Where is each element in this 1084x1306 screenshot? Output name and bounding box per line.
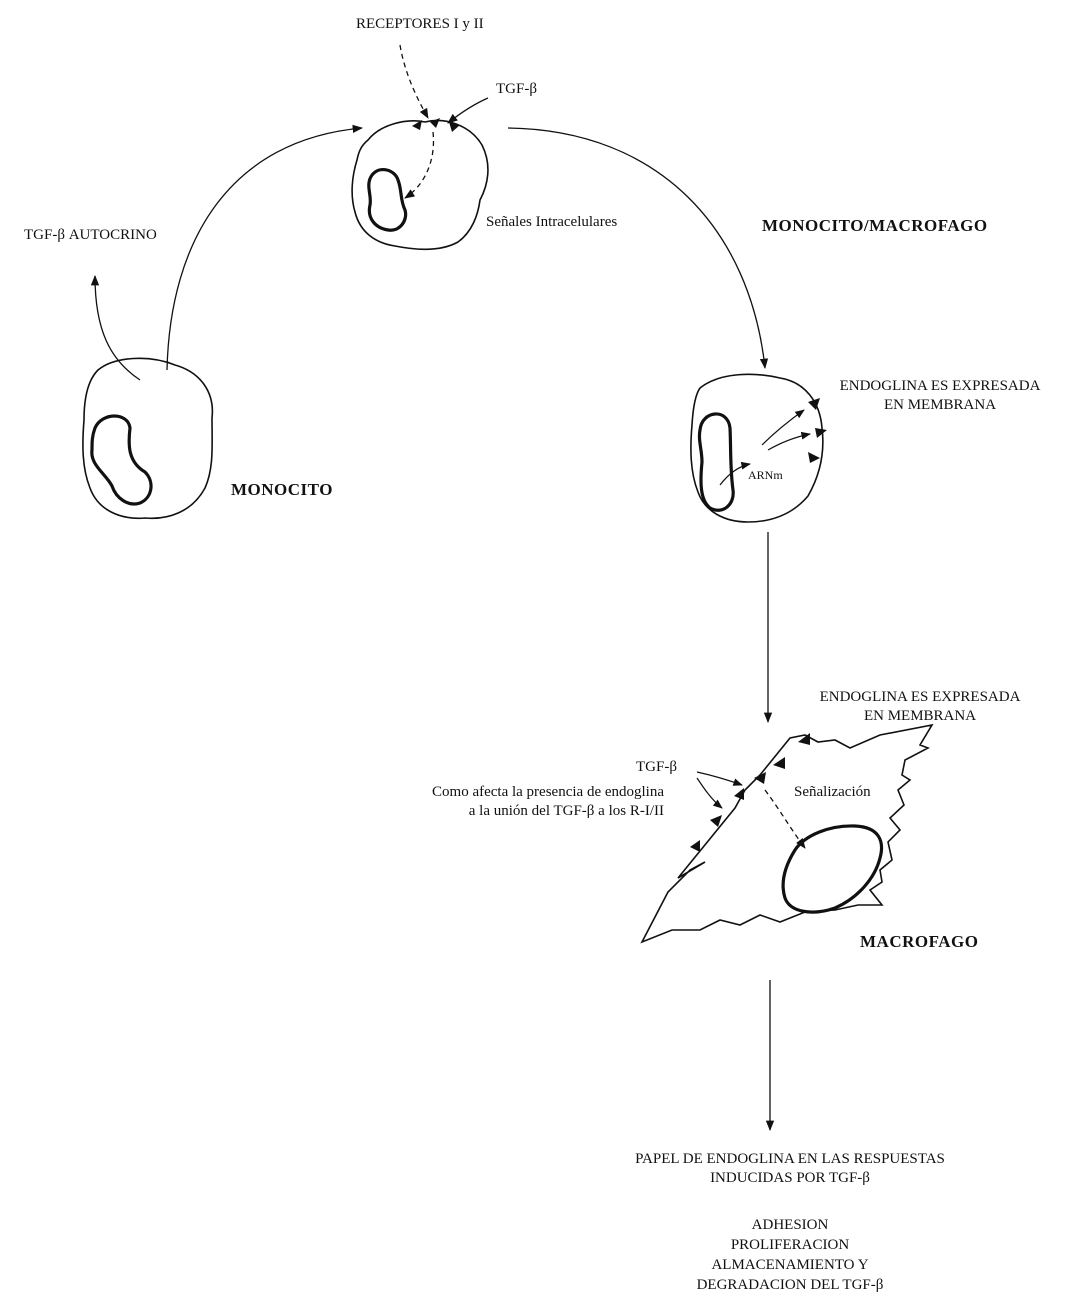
endoglina-1-line2: EN MEMBRANA xyxy=(883,397,997,413)
tgf-autocrino-label: TGF-β AUTOCRINO xyxy=(24,227,157,243)
arnm-arrows xyxy=(719,409,811,486)
activation-to-expression-arrow xyxy=(507,127,769,370)
tgf-mac-label: TGF-β xyxy=(636,759,677,775)
monocito-cell xyxy=(82,357,214,520)
respuesta-almacenamiento: ALMACENAMIENTO Y xyxy=(711,1257,869,1273)
receptores-arrow xyxy=(399,44,429,119)
papel-label: PAPEL DE ENDOGLINA EN LAS RESPUESTAS IND… xyxy=(560,1150,1020,1188)
receptores-label: RECEPTORES I y II xyxy=(356,16,484,32)
endoglina-triangles-1 xyxy=(808,398,827,463)
endoglina-2-line2: EN MEMBRANA xyxy=(863,708,977,724)
senalizacion-label: Señalización xyxy=(794,784,871,800)
tgf-top-arrow xyxy=(447,97,489,124)
expression-cell xyxy=(690,373,824,523)
monocito-label: MONOCITO xyxy=(231,480,333,499)
senalizacion-arrow xyxy=(764,789,806,849)
receptor-triangles xyxy=(412,118,460,132)
macrofago-label: MACROFAGO xyxy=(860,932,979,951)
monocito-macrofago-label: MONOCITO/MACROFAGO xyxy=(762,216,988,235)
endoglina-label-2: ENDOGLINA ES EXPRESADA EN MEMBRANA xyxy=(790,688,1050,726)
autocrine-arrow xyxy=(90,274,141,381)
expression-cell-nucleus xyxy=(697,412,735,512)
tgf-mac-arrow-1 xyxy=(696,771,743,786)
senales-label: Señales Intracelulares xyxy=(486,214,618,230)
como-line1: Como afecta la presencia de endoglina xyxy=(432,784,664,800)
endoglina-triangles-2 xyxy=(690,733,810,852)
top-cell-nucleus xyxy=(367,167,408,232)
monocito-nucleus xyxy=(90,414,153,506)
endoglina-label-1: ENDOGLINA ES EXPRESADA EN MEMBRANA xyxy=(820,377,1060,415)
respuesta-adhesion: ADHESION xyxy=(751,1217,829,1233)
macrofago-cell xyxy=(640,723,934,944)
como-label: Como afecta la presencia de endoglina a … xyxy=(360,783,664,821)
tgf-mac-arrow-2 xyxy=(696,777,723,809)
tgf-top-label: TGF-β xyxy=(496,81,537,97)
respuestas-list: ADHESION PROLIFERACION ALMACENAMIENTO Y … xyxy=(640,1215,940,1295)
endoglina-2-line1: ENDOGLINA ES EXPRESADA xyxy=(819,689,1021,705)
papel-line2: INDUCIDAS POR TGF-β xyxy=(710,1170,870,1186)
respuesta-proliferacion: PROLIFERACION xyxy=(730,1237,850,1253)
monocito-to-activation-arrow xyxy=(166,124,364,371)
como-line2: a la unión del TGF-β a los R-I/II xyxy=(468,803,664,819)
macrofago-nucleus xyxy=(781,824,884,914)
respuesta-degradacion: DEGRADACION DEL TGF-β xyxy=(696,1277,884,1293)
endoglina-1-line1: ENDOGLINA ES EXPRESADA xyxy=(839,378,1041,394)
papel-line1: PAPEL DE ENDOGLINA EN LAS RESPUESTAS xyxy=(635,1151,945,1167)
arnm-label: ARNm xyxy=(748,468,783,482)
intracellular-signal-arrow xyxy=(404,131,435,199)
